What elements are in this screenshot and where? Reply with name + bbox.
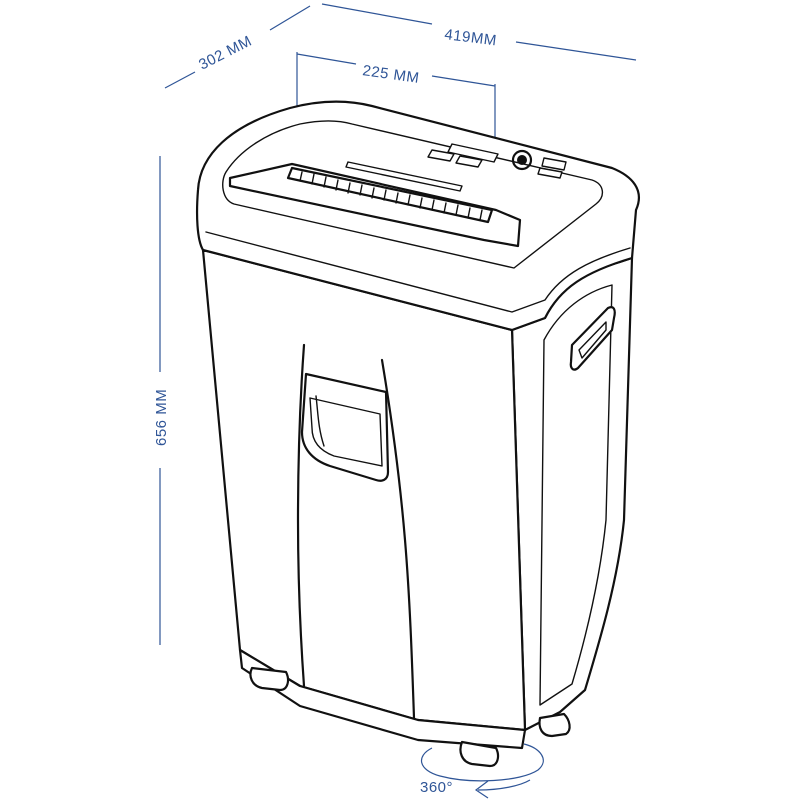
paper-feed-slot <box>286 166 494 224</box>
depth-dimension: 302 MM <box>164 5 311 89</box>
door-seam-right <box>380 358 416 720</box>
shredder-teeth <box>299 171 483 221</box>
lid-rim <box>205 231 631 313</box>
rotate-arrow-tail <box>477 779 531 791</box>
control-panel <box>427 143 567 179</box>
indicator-window <box>447 143 499 163</box>
shredder-illustration <box>195 100 640 768</box>
right-side-inset <box>539 284 613 706</box>
height-label: 656 MM <box>153 389 170 446</box>
paper-feed-tray <box>228 162 522 248</box>
forward-button <box>537 167 563 179</box>
door-seam-left <box>296 343 306 688</box>
side-handle <box>569 306 616 371</box>
slot-label: 225 MM <box>361 62 420 87</box>
door-handle-edge <box>315 395 325 447</box>
height-dimension: 656 MM <box>153 156 170 645</box>
rotation-indicator: 360° <box>420 743 544 799</box>
front-right-caster <box>459 740 500 768</box>
depth-label: 302 MM <box>196 32 255 73</box>
rotation-label: 360° <box>420 779 453 796</box>
right-side-panel <box>510 256 634 732</box>
rotate-arrow-icon <box>421 743 544 782</box>
rear-right-caster <box>538 712 571 738</box>
card-slot <box>345 161 463 192</box>
power-button-center <box>517 155 527 165</box>
side-handle-inner <box>578 321 607 359</box>
width-label: 419MM <box>444 26 498 49</box>
door-handle-recess <box>309 397 383 467</box>
mode-button-right <box>455 155 483 168</box>
rotate-arrow-head <box>474 780 489 799</box>
front-left-caster <box>249 666 290 692</box>
power-button-icon <box>511 149 533 171</box>
width-dimension: 419MM <box>321 3 637 61</box>
mode-button-left <box>427 149 455 162</box>
reverse-button <box>541 157 567 171</box>
